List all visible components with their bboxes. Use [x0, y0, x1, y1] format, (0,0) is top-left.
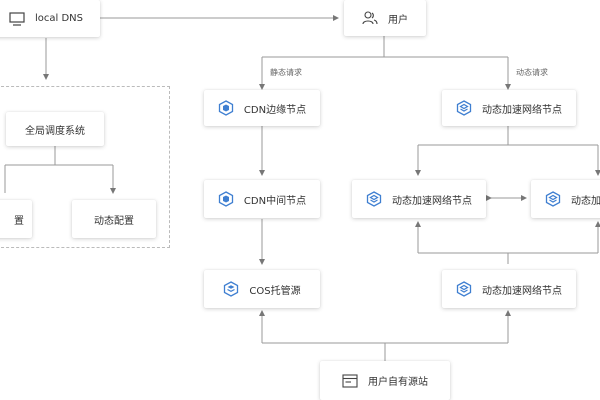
node-user-origin-server-label: 用户自有源站: [368, 377, 428, 388]
node-cdn-mid-label: CDN中间节点: [243, 195, 307, 207]
node-dyn-accel-top[interactable]: 动态加速网络节点: [442, 90, 576, 126]
cdn-cube-icon: [218, 191, 234, 207]
node-static-config-label: 置: [14, 215, 24, 227]
node-local-dns-label: local DNS: [34, 13, 83, 24]
node-dyn-accel-top-label: 动态加速网络节点: [482, 104, 562, 116]
node-dyn-accel-bottom[interactable]: 动态加速网络节点: [442, 270, 576, 308]
accel-cube-icon: [456, 281, 472, 297]
edge-user-fork: [262, 36, 508, 58]
node-global-scheduler-label: 全局调度系统: [25, 125, 85, 137]
storage-cube-icon: [224, 281, 239, 297]
edge-dyn-top-fork: [418, 126, 598, 146]
dynamic-request-label: 动态请求: [516, 68, 548, 77]
accel-cube-icon: [366, 191, 382, 207]
node-dyn-accel-mid-left-label: 动态加速网络节点: [392, 195, 472, 207]
node-user[interactable]: 用户: [344, 0, 426, 36]
node-user-label: 用户: [388, 14, 408, 26]
node-local-dns[interactable]: local DNS: [0, 0, 100, 37]
node-cdn-edge[interactable]: CDN边缘节点: [204, 90, 320, 126]
edge-scheduler-fork: [5, 146, 113, 166]
node-dynamic-config[interactable]: 动态配置: [72, 200, 156, 238]
node-cos-origin[interactable]: COS托管源: [204, 270, 320, 308]
node-static-config[interactable]: 置: [0, 200, 32, 238]
edge-origin-fork: [262, 342, 508, 361]
node-dynamic-config-label: 动态配置: [94, 215, 134, 227]
scheduling-group-border: [0, 86, 170, 248]
node-dyn-accel-mid-left[interactable]: 动态加速网络节点: [352, 180, 486, 218]
node-dyn-accel-mid-right[interactable]: 动态加: [531, 180, 600, 218]
edge-dyn-bottom-join: [418, 252, 598, 264]
accel-cube-icon: [456, 100, 472, 116]
monitor-icon: [9, 11, 25, 26]
cdn-cube-icon: [218, 100, 234, 116]
users-icon: [362, 11, 378, 25]
node-cdn-mid[interactable]: CDN中间节点: [204, 180, 320, 218]
node-user-origin-server[interactable]: 用户自有源站: [320, 361, 450, 400]
accel-cube-icon: [545, 191, 561, 207]
node-global-scheduler[interactable]: 全局调度系统: [6, 112, 104, 146]
node-cdn-edge-label: CDN边缘节点: [243, 104, 307, 116]
node-dyn-accel-mid-right-label: 动态加: [571, 195, 600, 207]
node-cos-origin-label: COS托管源: [249, 285, 301, 297]
static-request-label: 静态请求: [270, 68, 302, 77]
server-window-icon: [342, 373, 358, 388]
node-dyn-accel-bottom-label: 动态加速网络节点: [482, 285, 562, 297]
